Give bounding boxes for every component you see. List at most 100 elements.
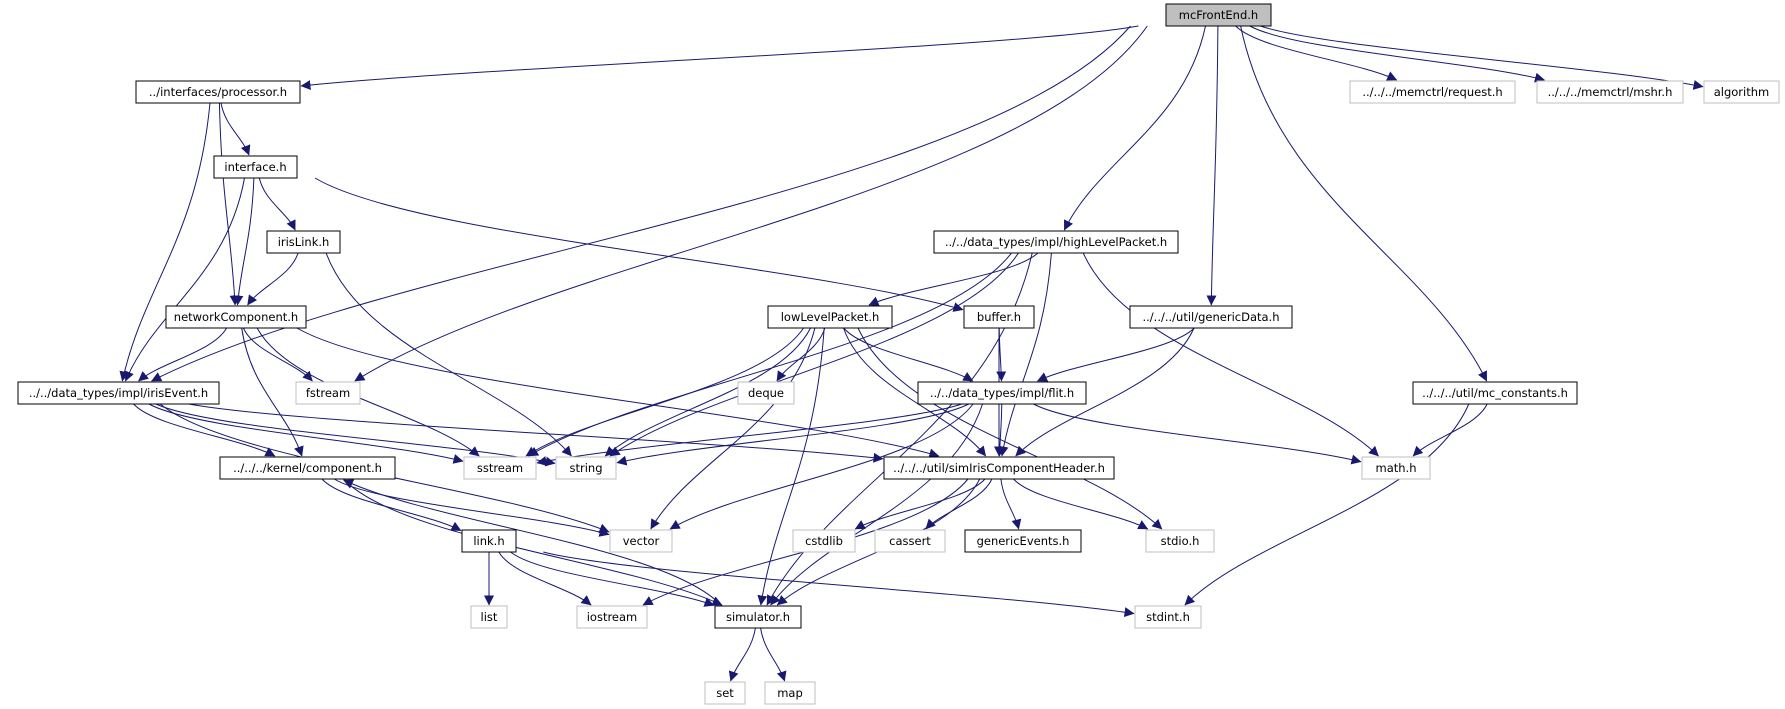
edge-mcFrontEnd-to-mshr	[1249, 25, 1545, 83]
node-simulator[interactable]: simulator.h	[714, 605, 802, 629]
node-component[interactable]: ../../../kernel/component.h	[219, 456, 396, 480]
edge-component-to-vector	[333, 478, 610, 537]
node-box	[883, 456, 1115, 480]
node-buffer[interactable]: buffer.h	[963, 305, 1035, 329]
node-label: ../../data_types/impl/highLevelPacket.h	[945, 235, 1167, 249]
edge-networkComponent-to-fstream	[242, 327, 313, 382]
edge-networkComponent-to-irisEvent	[138, 327, 228, 382]
node-box	[295, 381, 361, 405]
node-list: list	[470, 605, 508, 629]
node-label: sstream	[477, 461, 523, 475]
node-simIris[interactable]: ../../../util/simIrisComponentHeader.h	[883, 456, 1115, 480]
edge-interface-to-buffer	[314, 177, 964, 312]
node-box	[964, 529, 1082, 553]
edge-mc_constants-to-math	[1412, 403, 1488, 457]
node-label: ../../../kernel/component.h	[233, 461, 382, 475]
node-box	[1129, 305, 1293, 329]
node-request: ../../../memctrl/request.h	[1349, 80, 1516, 104]
node-processor[interactable]: ../interfaces/processor.h	[135, 80, 301, 104]
edge-interface-to-networkComponent	[233, 177, 255, 306]
node-label: mcFrontEnd.h	[1179, 8, 1258, 22]
node-stdio: stdio.h	[1145, 529, 1215, 553]
node-box	[917, 381, 1087, 405]
node-label: deque	[748, 386, 784, 400]
node-box	[609, 529, 673, 553]
edge-mcFrontEnd-to-genericData	[1206, 25, 1219, 306]
node-link[interactable]: link.h	[461, 529, 517, 553]
edge-flit-to-math	[1033, 403, 1362, 465]
node-label: ../../../util/genericData.h	[1142, 310, 1279, 324]
node-label: math.h	[1376, 461, 1417, 475]
edge-mcFrontEnd-to-highLevelPacket	[1063, 25, 1206, 231]
node-fstream: fstream	[295, 381, 361, 405]
node-sstream: sstream	[463, 456, 537, 480]
node-irisLink[interactable]: irisLink.h	[266, 230, 341, 254]
node-box	[213, 155, 298, 179]
node-genericEvents[interactable]: genericEvents.h	[964, 529, 1082, 553]
node-label: ../../../memctrl/mshr.h	[1548, 85, 1673, 99]
node-label: irisLink.h	[278, 235, 330, 249]
edge-highLevelPacket-to-sstream	[528, 252, 1012, 457]
edge-simulator-to-set	[728, 627, 756, 682]
node-label: simulator.h	[726, 610, 790, 624]
edge-lowLevelPacket-to-deque	[776, 327, 826, 382]
edge-irisEvent-to-sstream	[148, 403, 464, 464]
node-mcFrontEnd[interactable]: mcFrontEnd.h	[1165, 3, 1272, 27]
node-label: stdint.h	[1146, 610, 1190, 624]
edge-flit-to-sstream	[536, 403, 962, 467]
edge-lowLevelPacket-to-simulator	[757, 327, 825, 606]
node-mc_constants[interactable]: ../../../util/mc_constants.h	[1412, 381, 1578, 405]
edge-irisEvent-to-simIris	[188, 403, 884, 463]
edge-mc_constants-to-stdint	[1184, 403, 1470, 606]
node-label: map	[777, 686, 803, 700]
node-box	[463, 456, 537, 480]
node-box	[963, 305, 1035, 329]
edge-simulator-to-map	[760, 627, 787, 682]
node-string: string	[555, 456, 617, 480]
edge-simIris-to-stdio	[1013, 478, 1149, 530]
node-highLevelPacket[interactable]: ../../data_types/impl/highLevelPacket.h	[933, 230, 1179, 254]
edge-lowLevelPacket-to-string	[604, 327, 811, 457]
node-box	[461, 529, 517, 553]
node-lowLevelPacket[interactable]: lowLevelPacket.h	[767, 305, 893, 329]
node-genericData[interactable]: ../../../util/genericData.h	[1129, 305, 1293, 329]
edge-lowLevelPacket-to-vector	[650, 327, 816, 530]
node-label: link.h	[473, 534, 504, 548]
node-irisEvent[interactable]: ../../data_types/impl/irisEvent.h	[17, 381, 220, 405]
node-box	[704, 681, 746, 705]
node-box	[555, 456, 617, 480]
node-box	[165, 305, 307, 329]
node-box	[1412, 381, 1578, 405]
edge-flit-to-string	[616, 403, 969, 466]
node-cassert: cassert	[874, 529, 946, 553]
node-box	[470, 605, 508, 629]
node-algorithm: algorithm	[1703, 80, 1780, 104]
node-label: stdio.h	[1161, 534, 1200, 548]
edge-highLevelPacket-to-lowLevelPacket	[868, 252, 1039, 306]
node-box	[135, 80, 301, 104]
edge-networkComponent-to-component	[241, 327, 304, 457]
edge-interface-to-irisLink	[258, 177, 296, 231]
node-box	[1145, 529, 1215, 553]
node-label: lowLevelPacket.h	[781, 310, 880, 324]
edge-networkComponent-to-sstream	[256, 327, 480, 457]
node-flit[interactable]: ../../data_types/impl/flit.h	[917, 381, 1087, 405]
node-box	[1165, 3, 1272, 27]
node-stdint: stdint.h	[1134, 605, 1202, 629]
node-label: ../../../util/mc_constants.h	[1422, 386, 1568, 400]
node-box	[1361, 456, 1431, 480]
node-label: cstdlib	[805, 534, 843, 548]
edge-lowLevelPacket-to-simIris	[843, 327, 987, 457]
node-box	[576, 605, 648, 629]
node-box	[1703, 80, 1780, 104]
node-interface[interactable]: interface.h	[213, 155, 298, 179]
node-label: ../../../memctrl/request.h	[1362, 85, 1502, 99]
node-label: algorithm	[1714, 85, 1770, 99]
edge-lowLevelPacket-to-sstream	[525, 327, 805, 457]
node-math: math.h	[1361, 456, 1431, 480]
node-cstdlib: cstdlib	[792, 529, 856, 553]
edge-mcFrontEnd-to-request	[1235, 25, 1398, 81]
edge-flit-to-vector	[669, 403, 974, 530]
node-networkComponent[interactable]: networkComponent.h	[165, 305, 307, 329]
